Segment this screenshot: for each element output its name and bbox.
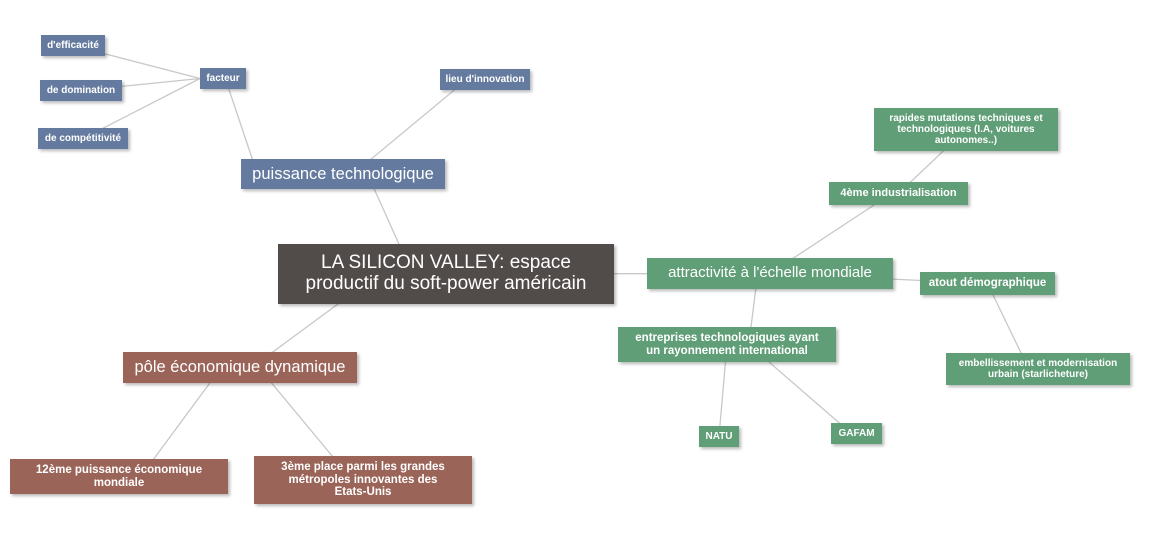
attractiveness-label: attractivité à l'échelle mondiale xyxy=(668,264,872,282)
attractiveness-node[interactable]: attractivité à l'échelle mondiale xyxy=(647,258,893,289)
urban-modernisation-label: embellissement et modernisation urbain (… xyxy=(958,357,1118,380)
gafam-label: GAFAM xyxy=(838,427,875,439)
edge-tech-innovation xyxy=(352,78,468,175)
tech-mutations-node[interactable]: rapides mutations techniques et technolo… xyxy=(874,108,1058,151)
rank-12th-node[interactable]: 12ème puissance économique mondiale xyxy=(10,459,228,494)
competitiveness-node[interactable]: de compétitivité xyxy=(38,128,128,149)
fourth-industrialisation-node[interactable]: 4ème industrialisation xyxy=(829,182,968,205)
domination-label: de domination xyxy=(46,84,116,96)
innovation-place-label: lieu d'innovation xyxy=(445,73,525,85)
edge-econ-rank12 xyxy=(140,367,222,477)
competitiveness-label: de compétitivité xyxy=(44,132,122,144)
economic-pole-node[interactable]: pôle économique dynamique xyxy=(123,352,357,383)
rank-3rd-node[interactable]: 3ème place parmi les grandes métropoles … xyxy=(254,456,472,504)
demographic-asset-label: atout démographique xyxy=(928,277,1047,290)
tech-power-label: puissance technologique xyxy=(252,164,434,183)
factor-label: facteur xyxy=(206,72,240,84)
tech-mutations-label: rapides mutations techniques et technolo… xyxy=(889,112,1043,147)
demographic-asset-node[interactable]: atout démographique xyxy=(920,272,1055,295)
efficiency-label: d'efficacité xyxy=(47,39,99,51)
domination-node[interactable]: de domination xyxy=(40,80,122,101)
gafam-node[interactable]: GAFAM xyxy=(831,423,882,444)
innovation-place-node[interactable]: lieu d'innovation xyxy=(440,69,530,90)
edge-tech-facteur xyxy=(224,78,258,175)
rank-3rd-label: 3ème place parmi les grandes métropoles … xyxy=(281,460,445,499)
economic-pole-label: pôle économique dynamique xyxy=(134,358,346,377)
fourth-industrialisation-label: 4ème industrialisation xyxy=(840,187,957,200)
natu-node[interactable]: NATU xyxy=(699,426,739,447)
tech-companies-label: entreprises technologiques ayant un rayo… xyxy=(635,331,819,357)
factor-node[interactable]: facteur xyxy=(200,68,246,89)
urban-modernisation-node[interactable]: embellissement et modernisation urbain (… xyxy=(946,353,1130,385)
rank-12th-label: 12ème puissance économique mondiale xyxy=(35,463,203,489)
root-node[interactable]: LA SILICON VALLEY: espace productif du s… xyxy=(278,244,614,304)
tech-companies-node[interactable]: entreprises technologiques ayant un rayo… xyxy=(618,327,836,362)
natu-label: NATU xyxy=(705,430,733,442)
efficiency-node[interactable]: d'efficacité xyxy=(41,35,105,56)
tech-power-node[interactable]: puissance technologique xyxy=(241,159,445,189)
root-node-label: LA SILICON VALLEY: espace productif du s… xyxy=(305,252,587,294)
